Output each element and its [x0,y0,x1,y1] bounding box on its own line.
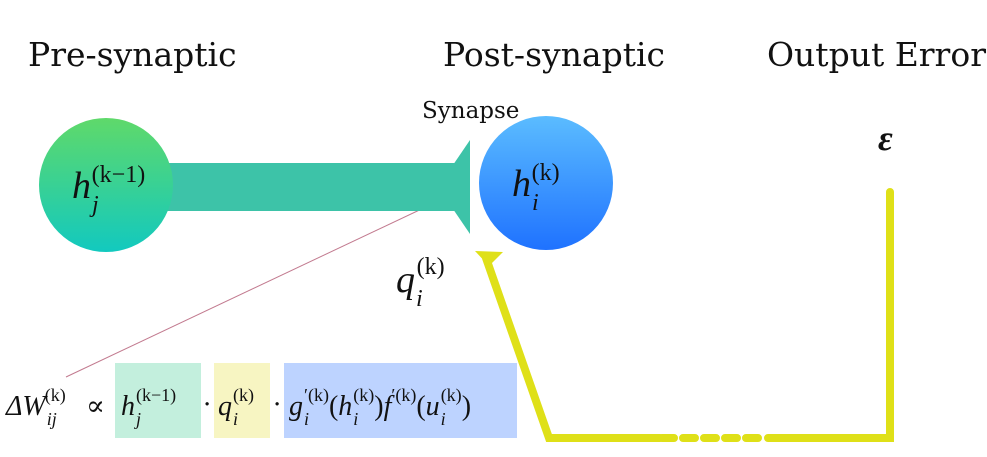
post-synaptic-neuron [479,116,613,250]
synapse-terminal [438,140,470,234]
feedback-arrowhead [475,251,503,266]
feedback-signal-label: qi(k) [396,254,445,312]
synapse-projection-line [65,187,467,378]
equation-box-g [284,363,517,438]
equation-delta-w: ΔWij(k) [5,385,66,429]
equation-propto: ∝ [86,389,105,422]
post-neuron-label: hi(k) [512,160,560,216]
heading-post-synaptic: Post-synaptic [443,35,665,74]
pre-neuron-label: hj(k−1) [72,162,145,218]
equation-box-q [214,363,270,438]
synapse-label: Synapse [422,98,519,124]
feedback-path-left [482,254,664,442]
feedback-path-right [764,188,894,442]
feedback-path [482,188,894,442]
equation-box-h [115,363,201,438]
equation-term-q: qi(k) [218,385,254,429]
heading-output-error: Output Error [767,35,986,74]
output-error-symbol: ε [878,118,893,158]
pre-synaptic-neuron [39,118,173,252]
synapse-connection [160,163,462,211]
equation-dot-2: · [273,390,281,420]
equation-derivative-terms: gi′(k)(hi(k))f′(k)(ui(k)) [289,385,471,429]
heading-pre-synaptic: Pre-synaptic [28,35,237,74]
equation-dot-1: · [203,390,211,420]
equation-term-h: hj(k−1) [121,385,176,429]
